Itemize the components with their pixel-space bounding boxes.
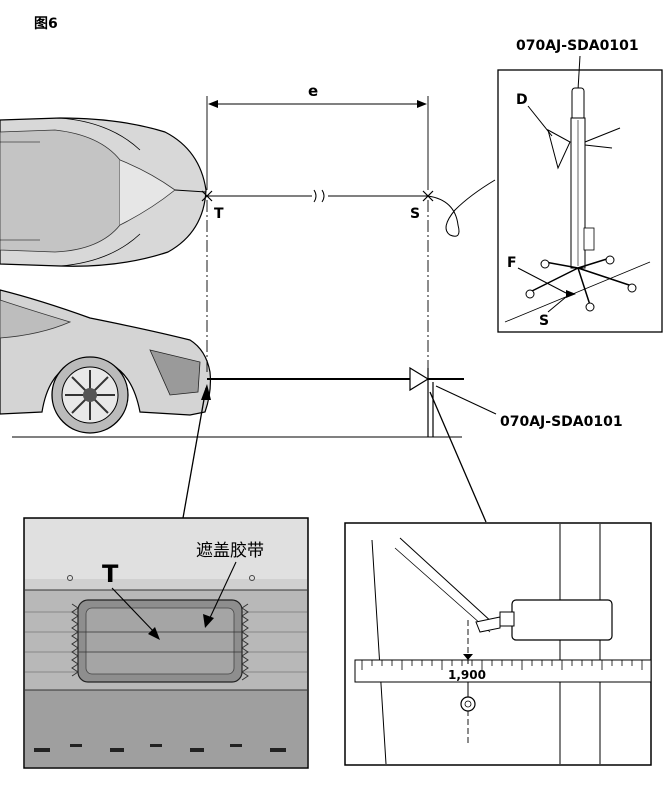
stand-illustration [504,87,651,323]
top-measure-line [201,179,496,237]
tape-inset-label-tape: 遮盖胶带 [196,541,264,561]
stand-label-f-leader [517,267,567,294]
stand-label-s: S [539,313,549,329]
scale-inset [344,522,652,766]
point-t-top-label: T [214,206,224,222]
stand-label-s-leader [547,296,567,313]
tool-number-top: 070AJ-SDA0101 [516,38,639,54]
stand-label-f: F [507,255,517,271]
tape-inset-label-tape-leader [207,561,237,623]
arrow-to-tape-inset [182,387,207,519]
arrow-to-scale-inset [429,391,487,523]
car-side-view [0,289,212,434]
tool-number-side: 070AJ-SDA0101 [500,414,623,430]
tape-inset-label-t-leader [111,587,157,635]
point-s-top-label: S [410,206,420,222]
car-top-view [0,117,207,267]
tape-inset-label-t: T [102,560,119,588]
tape-inset [23,517,309,769]
stand-label-d: D [516,92,528,108]
dimension-e-label: e [308,82,318,100]
tool-number-side-leader [435,385,497,415]
stand-label-d-leader [527,105,553,137]
figure-number: 图6 [34,16,58,32]
scale-reading: 1,900 [448,668,486,682]
side-measure-line [207,366,464,437]
dimension-e [206,96,429,190]
tool-number-top-leader [577,55,581,91]
